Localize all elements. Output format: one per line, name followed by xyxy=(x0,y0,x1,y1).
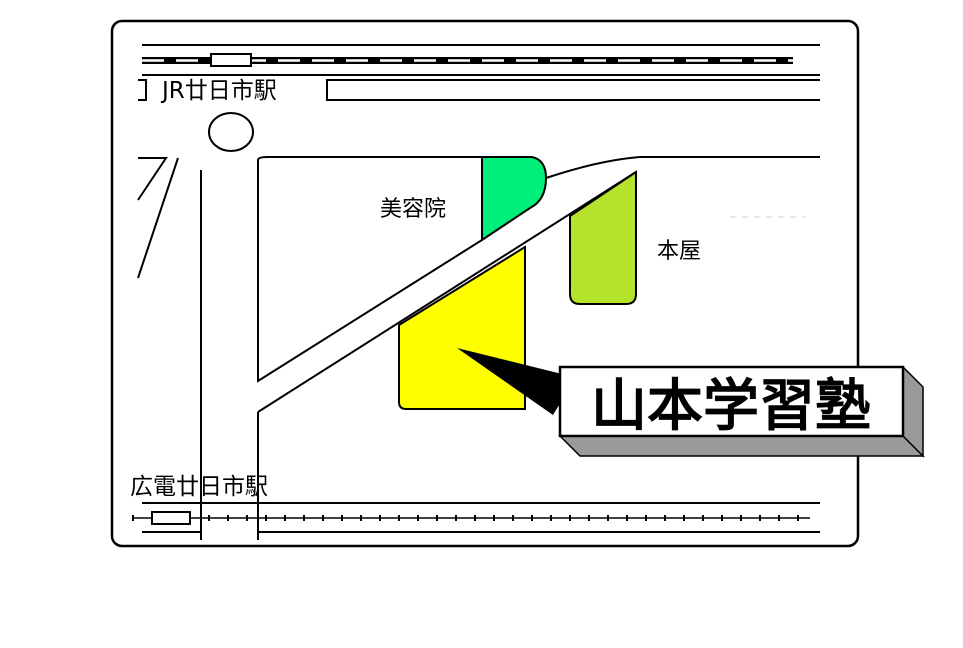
callout-shadow xyxy=(558,435,925,457)
bookstore-building xyxy=(569,170,637,305)
hiroden-tram-line xyxy=(132,502,820,540)
callout-box xyxy=(558,365,905,438)
hiroden-station-label: 広電廿日市駅 xyxy=(130,474,268,500)
school-callout: 山本学習塾 xyxy=(558,365,925,458)
school-name-label: 山本学習塾 xyxy=(591,374,871,439)
jr-train-icon xyxy=(210,53,252,67)
beauty-salon-building xyxy=(481,156,548,242)
jr-station-label: JR廿日市駅 xyxy=(160,78,277,104)
bookstore-label: 本屋 xyxy=(657,239,701,264)
left-diagonal-roads xyxy=(137,157,179,279)
callout-pointer xyxy=(457,348,562,415)
jr-railway-line xyxy=(142,44,820,76)
road-under-jr xyxy=(138,79,820,101)
beauty-salon-label: 美容院 xyxy=(380,197,446,222)
hiroden-tram-icon xyxy=(151,511,191,525)
roundabout xyxy=(208,112,254,152)
